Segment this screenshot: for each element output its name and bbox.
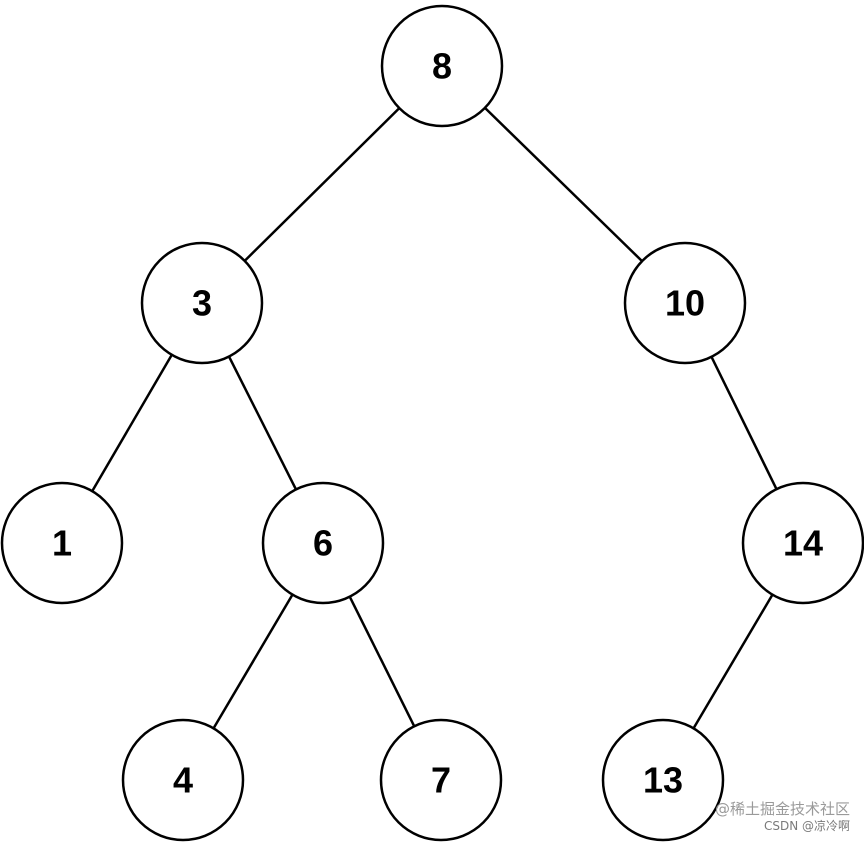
- tree-node-circle: [261, 481, 385, 605]
- watermark-csdn: CSDN @凉冷啊: [763, 819, 850, 833]
- tree-edge-n10-n14: [710, 356, 778, 490]
- tree-edge-n6-n7: [348, 596, 416, 727]
- tree-edge-n3-n6: [227, 356, 298, 490]
- tree-node-label: 1: [52, 523, 72, 564]
- tree-node-13: 13: [601, 718, 725, 842]
- tree-edge-n6-n4: [212, 594, 294, 729]
- tree-node-label: 10: [665, 283, 705, 324]
- tree-node-circle: [601, 718, 725, 842]
- watermark-juejin: @稀土掘金技术社区: [714, 800, 850, 819]
- tree-node-circle: [379, 718, 503, 842]
- tree-node-10: 10: [623, 241, 747, 365]
- tree-edge-n14-n13: [692, 594, 774, 729]
- watermark: @稀土掘金技术社区 CSDN @凉冷啊: [715, 800, 850, 834]
- tree-node-circle: [140, 241, 264, 365]
- tree-edge-n8-n10: [484, 106, 643, 263]
- tree-node-6: 6: [261, 481, 385, 605]
- tree-node-4: 4: [121, 718, 245, 842]
- tree-node-7: 7: [379, 718, 503, 842]
- tree-nodes: 8 3 10 1 6 14 4 7 13: [0, 4, 864, 842]
- tree-node-circle: [0, 481, 124, 605]
- tree-node-label: 3: [192, 283, 212, 324]
- tree-node-8: 8: [380, 4, 504, 128]
- tree-node-circle: [623, 241, 747, 365]
- tree-node-label: 6: [313, 523, 333, 564]
- tree-node-circle: [741, 481, 864, 605]
- tree-node-label: 7: [431, 760, 451, 801]
- tree-node-label: 4: [173, 760, 193, 801]
- tree-node-label: 13: [643, 760, 683, 801]
- tree-edge-n8-n3: [243, 107, 401, 262]
- tree-node-circle: [380, 4, 504, 128]
- tree-edges: [91, 106, 778, 729]
- tree-node-label: 8: [432, 46, 452, 87]
- tree-node-1: 1: [0, 481, 124, 605]
- tree-node-14: 14: [741, 481, 864, 605]
- tree-edge-n3-n1: [91, 354, 173, 492]
- tree-node-circle: [121, 718, 245, 842]
- tree-node-label: 14: [783, 523, 823, 564]
- tree-node-3: 3: [140, 241, 264, 365]
